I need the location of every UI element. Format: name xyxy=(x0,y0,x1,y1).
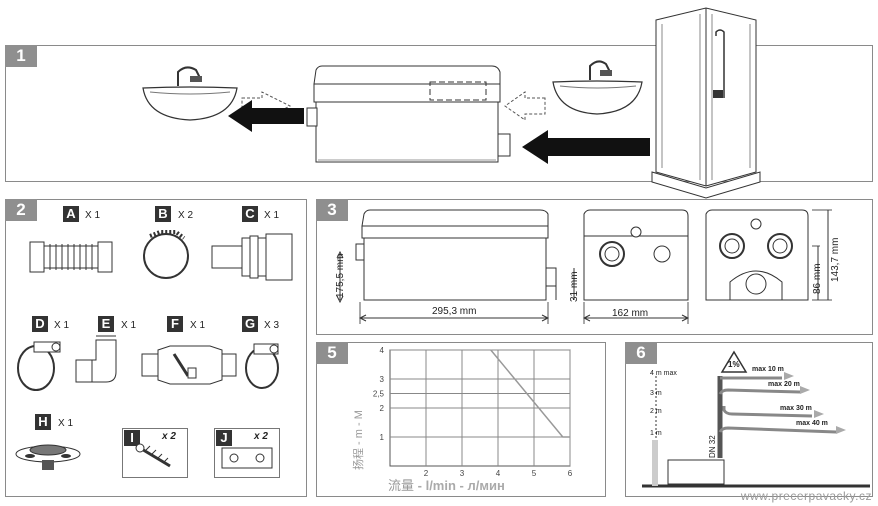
chart-ytick-3: 2 xyxy=(380,404,385,413)
part-qty-b: X 2 xyxy=(178,210,194,221)
run-label-10m: max 10 m xyxy=(752,366,784,373)
part-qty-a: X 1 xyxy=(85,210,101,221)
part-qty-c: X 1 xyxy=(264,210,280,221)
chart-series-line-0 xyxy=(490,349,570,438)
run-label-30m: max 30 m xyxy=(780,405,812,412)
chart-ytick-4: 1 xyxy=(380,433,385,442)
left-sink-icon xyxy=(142,66,238,121)
pump-side-view-icon xyxy=(355,209,557,301)
height-label-2m: 2 m xyxy=(650,408,662,415)
pump-front-view-icon xyxy=(583,209,689,301)
part-qty-g: X 3 xyxy=(264,320,280,331)
installed-pump-icon xyxy=(667,459,725,485)
height-label-3m: 3 m xyxy=(650,390,662,397)
part-b-clamp-icon xyxy=(143,230,189,279)
chart-xlabel-cn: 流量 xyxy=(388,478,415,493)
part-f-check-valve-icon xyxy=(141,345,237,385)
part-c-adapter-icon xyxy=(211,233,293,281)
panel-3-number: 3 xyxy=(316,199,348,221)
run-label-40m: max 40 m xyxy=(796,420,828,427)
chart-xtick-1: 3 xyxy=(460,469,465,478)
panel-1-number: 1 xyxy=(5,45,37,67)
dim-width: 162 mm xyxy=(612,308,649,319)
run-label-20m: max 20 m xyxy=(768,381,800,388)
part-h-flange-icon xyxy=(15,444,81,470)
panel-2-number: 2 xyxy=(5,199,37,221)
part-letter-g: G xyxy=(242,316,258,332)
chart-xlabel: 流量 - l/min - л/мин xyxy=(388,475,505,494)
chart-xtick-4: 6 xyxy=(568,469,573,478)
chart-ytick-1: 3 xyxy=(380,375,385,384)
part-j-bracket-icon xyxy=(221,447,273,469)
chart-xtick-2: 4 xyxy=(496,469,501,478)
part-qty-j: x 2 xyxy=(254,431,268,442)
panel-6-number: 6 xyxy=(625,342,657,364)
left-solid-arrow-icon xyxy=(228,100,304,132)
right-dashed-arrow-icon xyxy=(504,91,546,121)
chart-xtick-0: 2 xyxy=(424,469,429,478)
chart-xlabel-rest: - l/min - л/мин xyxy=(417,478,505,493)
part-letter-f: F xyxy=(167,316,183,332)
dim-length: 295,3 mm xyxy=(432,306,477,317)
right-sink-icon xyxy=(552,60,643,115)
part-letter-h: H xyxy=(35,414,51,430)
chart-xtick-3: 5 xyxy=(532,469,537,478)
pump-unit-icon xyxy=(306,65,511,163)
part-letter-c: C xyxy=(242,206,258,222)
height-label-4m: 4 m max xyxy=(650,370,677,377)
slope-warning-icon xyxy=(720,350,748,373)
part-letter-d: D xyxy=(32,316,48,332)
panel-1-drawing xyxy=(142,7,761,199)
part-a-bellows-icon xyxy=(29,241,113,273)
slope-label: 1% xyxy=(728,360,740,369)
chart-ytick-2: 2,5 xyxy=(373,390,385,399)
pipe-label: DN 32 xyxy=(708,435,717,458)
part-g-hose-clamp-icon xyxy=(245,343,279,389)
part-letter-i: I xyxy=(124,430,140,446)
part-i-screw-icon xyxy=(135,443,171,468)
part-letter-e: E xyxy=(98,316,114,332)
panel-5-number: 5 xyxy=(316,342,348,364)
panel-6-installation xyxy=(625,342,873,497)
part-qty-i: x 2 xyxy=(162,431,176,442)
part-letter-j: J xyxy=(216,430,232,446)
part-letter-a: A xyxy=(63,206,79,222)
part-qty-e: X 1 xyxy=(121,320,137,331)
right-solid-arrow-icon xyxy=(522,130,650,164)
height-label-1m: 1 m xyxy=(650,430,662,437)
part-qty-d: X 1 xyxy=(54,320,70,331)
part-e-elbow-icon xyxy=(75,335,117,383)
part-qty-h: X 1 xyxy=(58,418,74,429)
watermark: www.precerpavacky.cz xyxy=(740,489,872,503)
part-letter-b: B xyxy=(155,206,171,222)
part-d-hose-clamp-icon xyxy=(17,341,61,391)
shower-cabin-icon xyxy=(651,7,761,199)
part-qty-f: X 1 xyxy=(190,320,206,331)
chart-ytick-0: 4 xyxy=(380,346,385,355)
pump-rear-view-icon xyxy=(705,209,809,301)
